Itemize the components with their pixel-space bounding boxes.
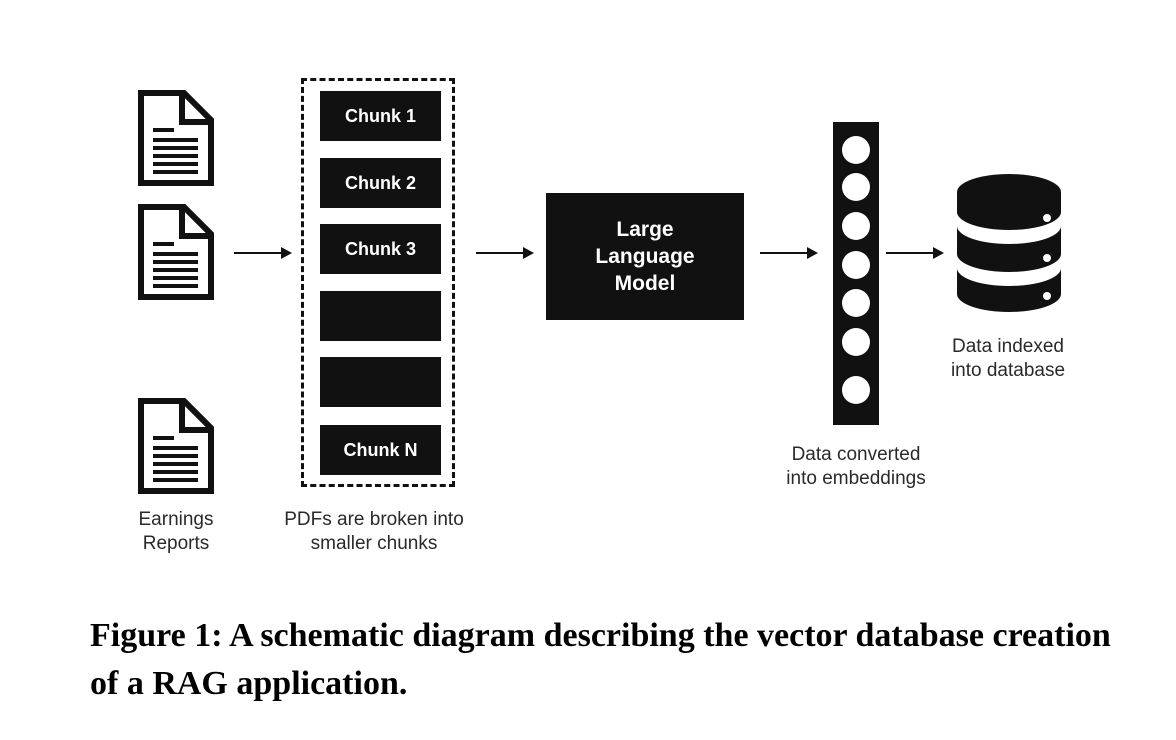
llm-box: Large Language Model [546, 193, 744, 320]
embedding-node [842, 173, 870, 201]
arrow-embeddings-to-database [886, 247, 944, 259]
chunk-container: Chunk 1 Chunk 2 Chunk 3 Chunk N [301, 78, 455, 487]
arrow-chunks-to-llm [476, 247, 534, 259]
chunk-block: Chunk 1 [320, 91, 441, 141]
arrow-llm-to-embeddings [760, 247, 818, 259]
chunk-block: Chunk 2 [320, 158, 441, 208]
embedding-node [842, 328, 870, 356]
figure-caption: Figure 1: A schematic diagram describing… [90, 617, 1111, 702]
embedding-node [842, 136, 870, 164]
chunk-block: Chunk N [320, 425, 441, 475]
embedding-node [842, 251, 870, 279]
embedding-node [842, 376, 870, 404]
chunks-label: PDFs are broken into smaller chunks [284, 509, 464, 554]
chunk-block: Chunk 3 [320, 224, 441, 274]
rag-diagram: Earnings Reports Chunk 1 Chunk 2 Chunk 3… [136, 78, 1066, 554]
document-icon [136, 88, 216, 188]
database-icon [953, 170, 1065, 316]
chunk-block [320, 291, 441, 341]
embeddings-label: Data converted into embeddings [786, 444, 926, 489]
chunk-block [320, 357, 441, 407]
database-label: Data indexed into database [950, 336, 1066, 381]
embeddings-vector [833, 122, 879, 425]
document-icon [136, 202, 216, 302]
document-icon [136, 396, 216, 496]
documents-label: Earnings Reports [138, 509, 214, 554]
arrow-docs-to-chunks [234, 247, 292, 259]
embedding-node [842, 289, 870, 317]
embedding-node [842, 212, 870, 240]
